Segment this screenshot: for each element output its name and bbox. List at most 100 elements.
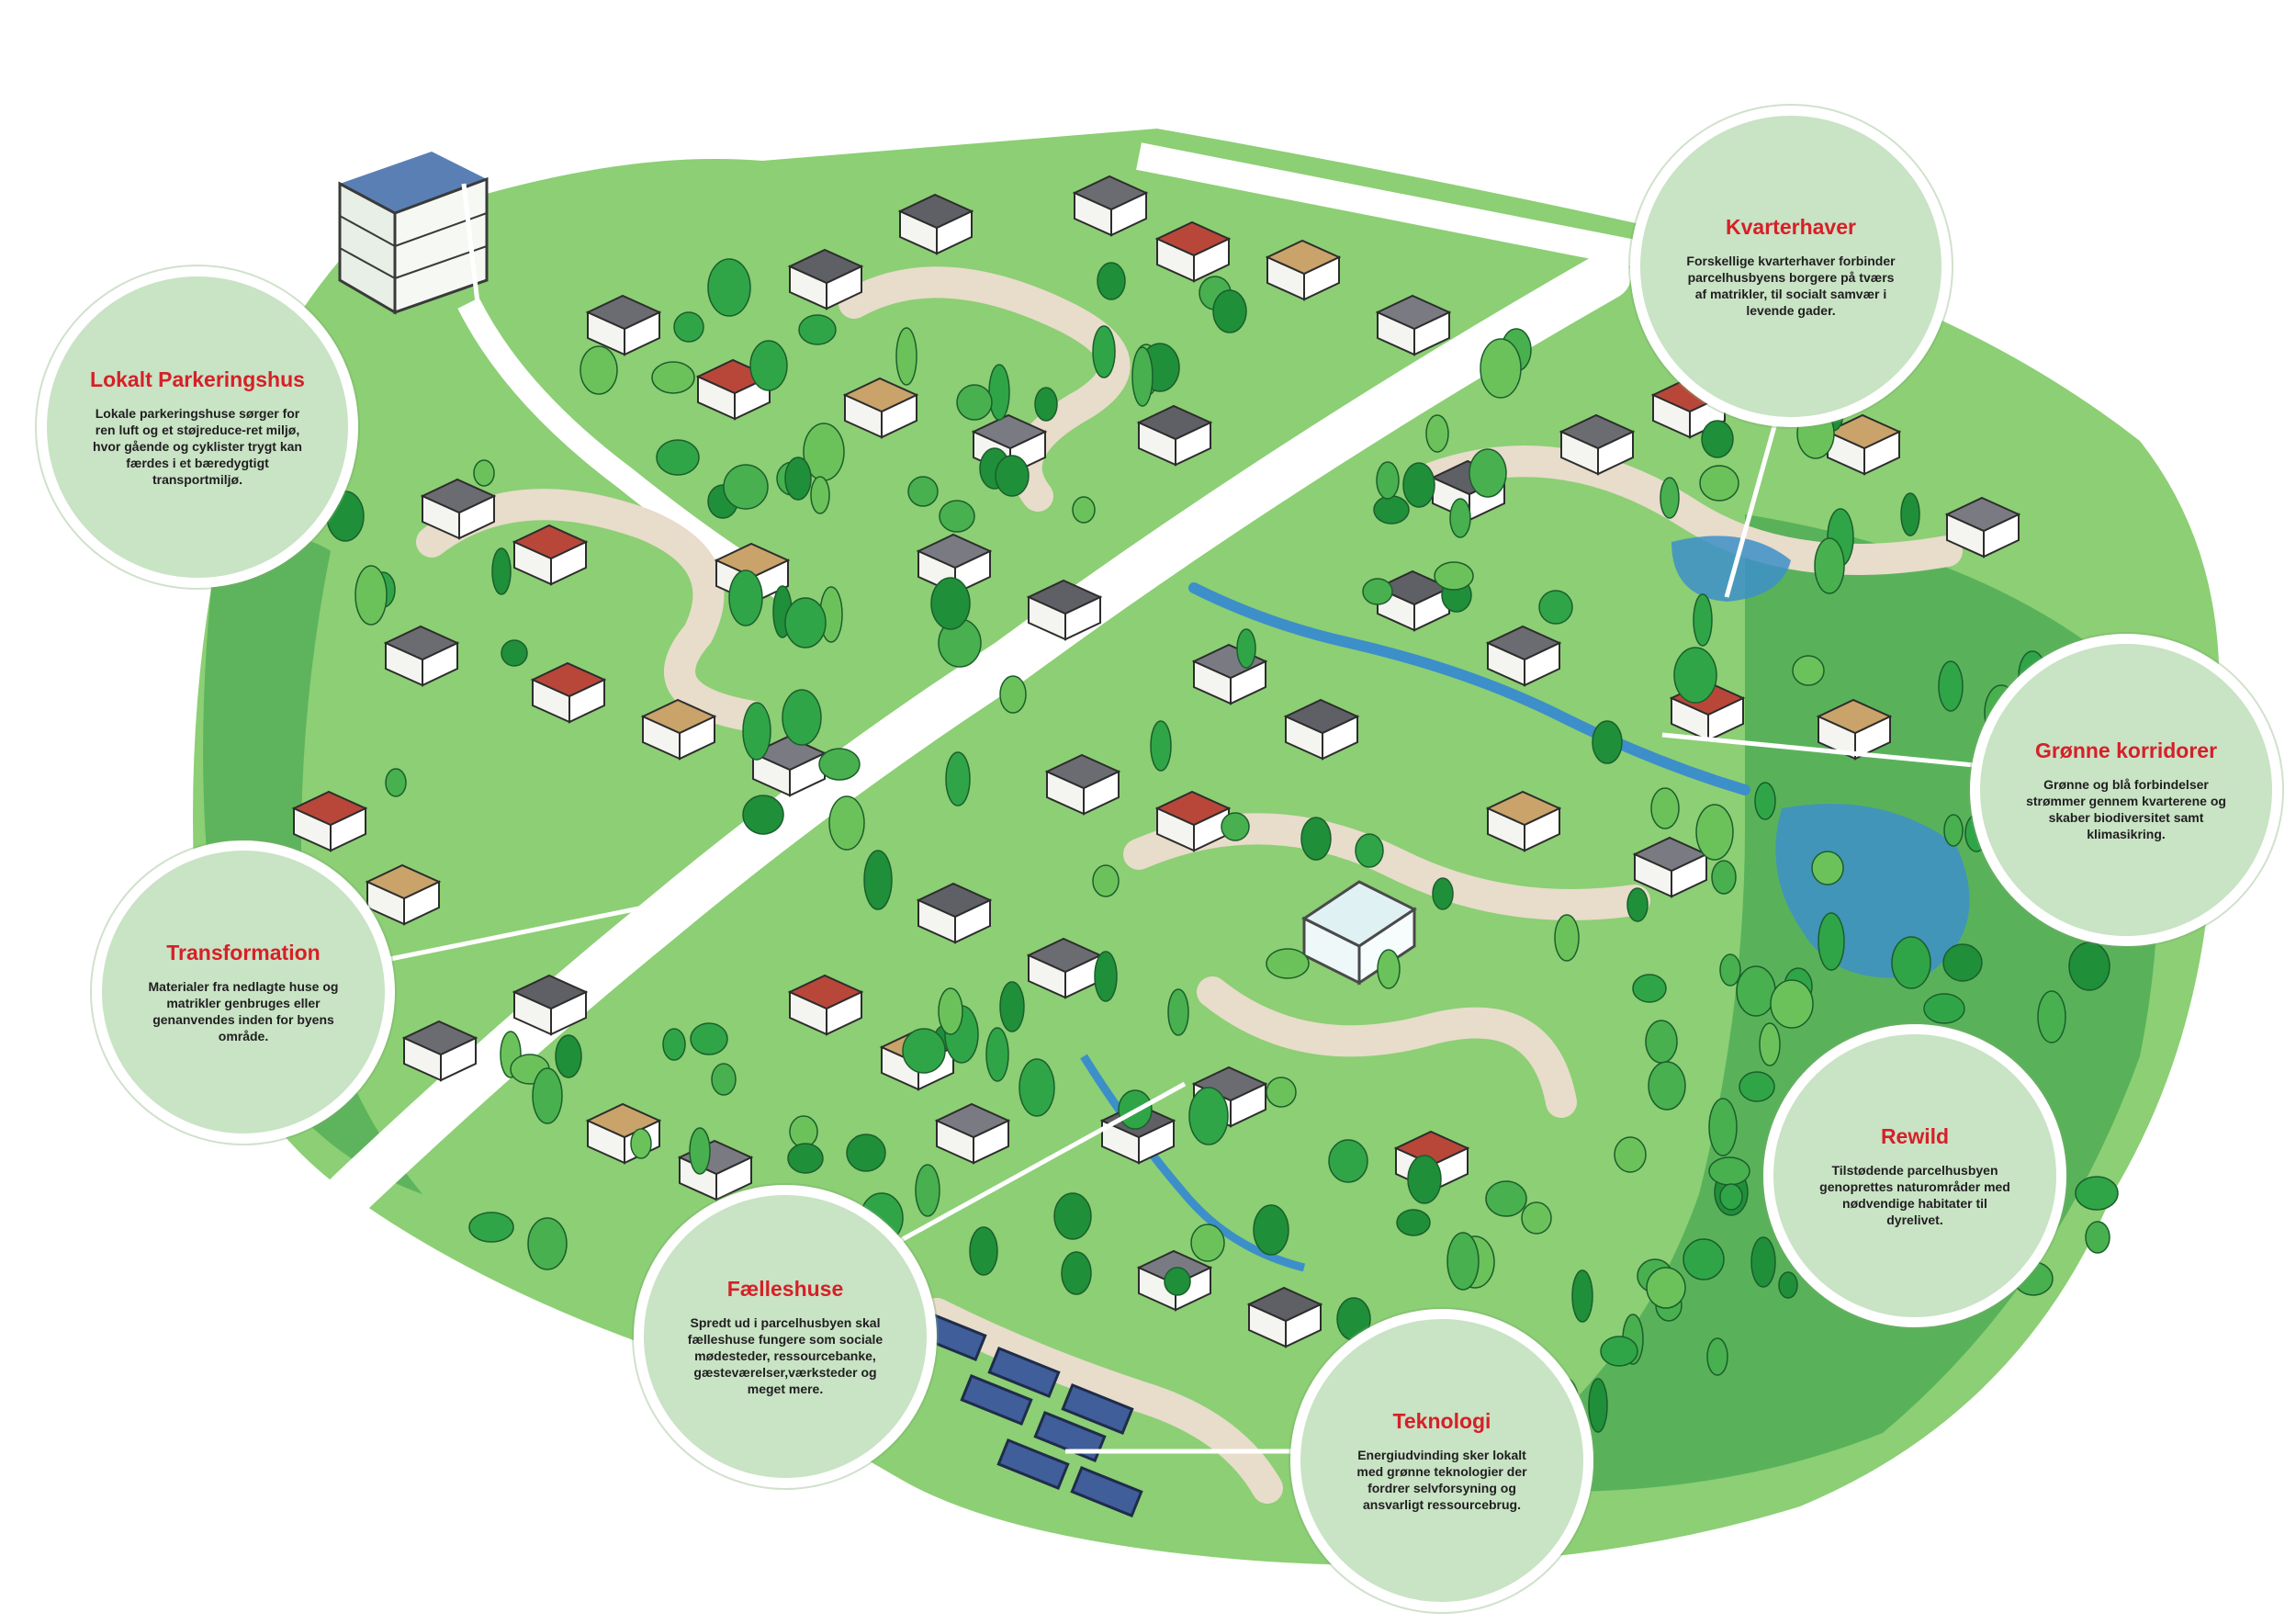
tree: [1818, 912, 1845, 971]
tree: [784, 457, 812, 501]
tree: [1434, 561, 1474, 591]
callout-kvarterhaver: Kvarterhaver Forskellige kvarterhaver fo…: [1630, 106, 1952, 427]
tree: [723, 464, 769, 510]
tree: [1736, 965, 1776, 1017]
tree: [2068, 942, 2110, 991]
tree: [690, 1022, 728, 1055]
tree: [689, 1127, 711, 1175]
tree: [1402, 462, 1435, 508]
tree: [1814, 537, 1845, 594]
tree: [1221, 812, 1250, 841]
tree: [1266, 948, 1310, 979]
greenhouse: [1301, 880, 1417, 986]
house: [916, 882, 993, 944]
tree: [787, 1143, 824, 1174]
house: [585, 294, 662, 356]
tree: [532, 1067, 563, 1124]
tree: [1061, 1251, 1092, 1295]
tree: [742, 702, 771, 761]
tree: [828, 795, 865, 851]
tree: [1554, 914, 1580, 962]
tree: [988, 364, 1010, 421]
house: [787, 248, 864, 310]
tree: [491, 547, 512, 595]
tree: [1938, 660, 1964, 712]
tree: [1942, 943, 1983, 982]
tree: [355, 565, 388, 626]
house: [1154, 220, 1232, 283]
tree: [1708, 1098, 1738, 1156]
tree: [1190, 1224, 1225, 1262]
tree: [1432, 877, 1454, 910]
tree: [1480, 338, 1522, 399]
callout-text: Spredt ud i parcelhusbyen skal fælleshus…: [687, 1314, 884, 1396]
callout-title: Rewild: [1880, 1123, 1950, 1148]
tree: [810, 476, 830, 514]
tree: [789, 1115, 818, 1148]
tree: [580, 345, 618, 395]
house: [1246, 1286, 1323, 1348]
house: [640, 698, 717, 761]
tree: [1811, 851, 1844, 885]
tree: [1739, 1071, 1775, 1102]
tree: [707, 258, 751, 317]
callout-teknologi: Teknologi Energiudvinding sker lokalt me…: [1290, 1309, 1593, 1612]
tree: [1446, 1232, 1480, 1291]
tree: [930, 577, 971, 630]
house: [1026, 579, 1103, 641]
tree: [1943, 814, 1964, 847]
trees: [326, 258, 2119, 1434]
tree: [662, 1028, 686, 1061]
house: [750, 735, 827, 797]
tree: [895, 327, 917, 386]
tree: [555, 1034, 582, 1078]
tree: [385, 768, 407, 797]
tree: [1673, 647, 1717, 704]
tree: [1167, 988, 1189, 1036]
house: [512, 974, 589, 1036]
tree: [1053, 1192, 1092, 1240]
tree: [1719, 953, 1741, 987]
tree: [1188, 1087, 1229, 1145]
tree: [1266, 1077, 1297, 1108]
house: [401, 1020, 478, 1082]
callout-text: Materialer fra nedlagte huse og matrikle…: [148, 978, 339, 1043]
callout-rewild: Rewild Tilstødende parcelhusbyen genopre…: [1763, 1024, 2066, 1327]
tree: [527, 1217, 568, 1270]
tree: [1150, 720, 1172, 772]
tree: [468, 1212, 514, 1243]
tree: [728, 570, 763, 626]
tree: [711, 1063, 737, 1096]
tree: [1600, 1336, 1638, 1367]
tree: [1034, 387, 1058, 422]
tree: [1701, 420, 1734, 458]
callout-title: Kvarterhaver: [1726, 214, 1856, 239]
house: [383, 625, 460, 687]
callout-parkeringshus: Lokalt Parkeringshus Lokale parkeringshu…: [37, 266, 358, 588]
tree: [1072, 496, 1096, 524]
tree: [995, 455, 1030, 497]
callout-transformation: Transformation Materialer fra nedlagte h…: [92, 840, 395, 1144]
tree: [742, 795, 784, 835]
callout-text: Energiudvinding sker lokalt med grønne t…: [1356, 1447, 1527, 1512]
callout-title: Fælleshuse: [726, 1276, 844, 1301]
tree: [1719, 1183, 1743, 1211]
tree: [1923, 993, 1965, 1024]
house: [420, 478, 497, 540]
tree: [818, 748, 861, 781]
tree: [1407, 1155, 1442, 1204]
house: [842, 377, 919, 439]
tree: [1754, 782, 1776, 820]
tree: [1449, 498, 1471, 538]
tree: [1632, 974, 1667, 1003]
house: [934, 1102, 1011, 1165]
tree: [1646, 1267, 1686, 1309]
tree: [1094, 951, 1118, 1002]
tree: [902, 1028, 946, 1074]
tree: [938, 987, 963, 1035]
tree: [939, 500, 975, 533]
callout-title: Transformation: [166, 940, 321, 964]
house: [1944, 496, 2021, 558]
house: [1191, 643, 1268, 705]
tree: [945, 751, 971, 806]
